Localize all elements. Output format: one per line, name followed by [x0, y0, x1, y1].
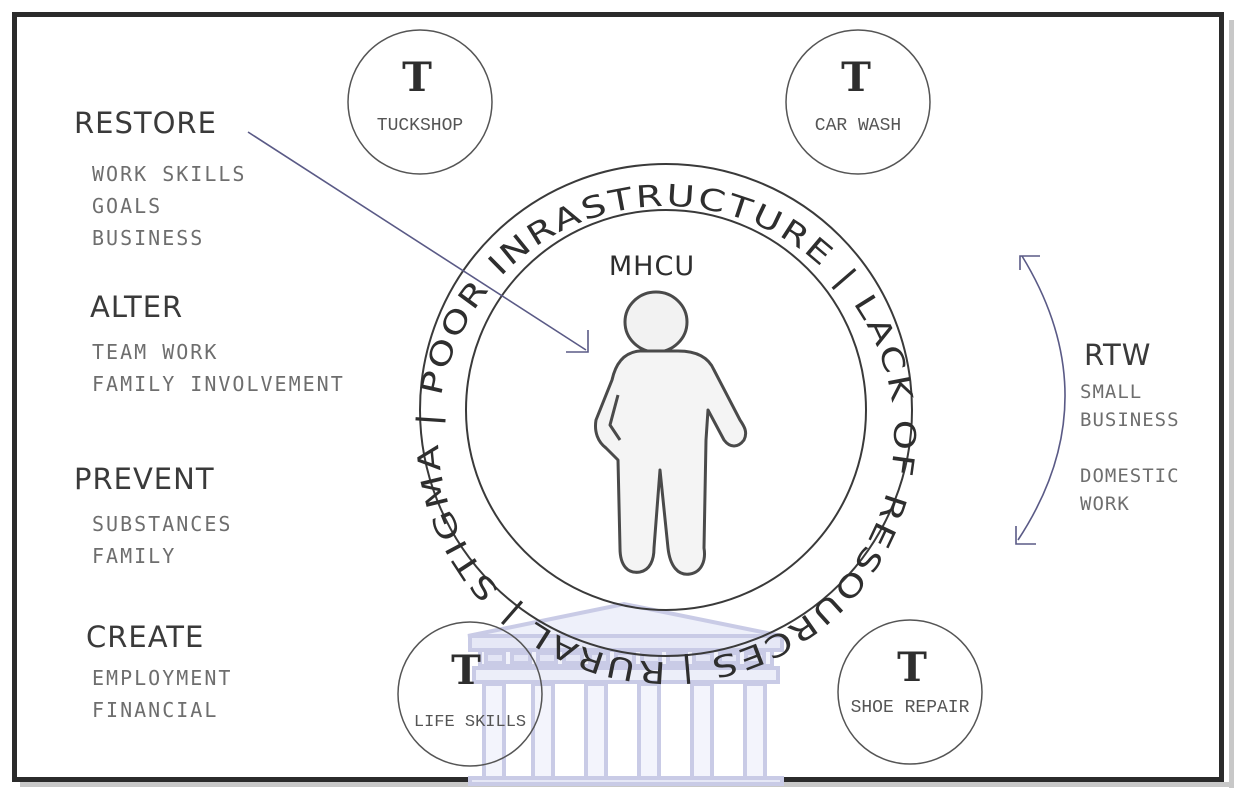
list-item: FAMILY INVOLVEMENT — [92, 372, 345, 396]
business-circle — [347, 29, 493, 175]
business-shoe-repair: T SHOE REPAIR — [837, 619, 983, 765]
business-circle — [397, 621, 543, 767]
heading-rtw: RTW — [1084, 338, 1152, 372]
ring-outer-circle — [419, 163, 913, 657]
person-figure — [594, 290, 748, 576]
create-items: EMPLOYMENT FINANCIAL — [92, 662, 232, 726]
building-watermark — [467, 601, 784, 786]
list-item: FAMILY — [92, 544, 177, 568]
list-item: DOMESTIC — [1080, 465, 1180, 487]
list-item: EMPLOYMENT — [92, 666, 233, 690]
heading-restore: RESTORE — [74, 106, 217, 140]
restore-items: WORK SKILLS GOALS BUSINESS — [92, 158, 246, 254]
t-icon: T — [897, 644, 927, 691]
business-car-wash: T CAR WASH — [785, 29, 931, 175]
t-icon: T — [402, 54, 432, 101]
restore-arrow — [247, 131, 589, 353]
business-label: TUCKSHOP — [377, 116, 463, 136]
business-circle — [785, 29, 931, 175]
business-label: CAR WASH — [815, 116, 901, 136]
heading-alter: ALTER — [90, 290, 184, 324]
business-circle — [837, 619, 983, 765]
list-item: TEAM WORK — [92, 340, 219, 364]
business-label: LIFE SKILLS — [414, 713, 526, 732]
list-item: BUSINESS — [1080, 409, 1180, 431]
ring-inner-circle — [465, 209, 867, 611]
business-life-skills: T LIFE SKILLS — [397, 621, 543, 767]
alter-items: TEAM WORK FAMILY INVOLVEMENT — [92, 336, 345, 400]
frame-shadow-right — [1229, 20, 1234, 788]
business-tuckshop: T TUCKSHOP — [347, 29, 493, 175]
list-item: BUSINESS — [92, 226, 205, 250]
list-item: SMALL — [1080, 381, 1143, 403]
heading-prevent: PREVENT — [74, 462, 215, 496]
list-item: FINANCIAL — [92, 698, 219, 722]
rtw-items: SMALL BUSINESS DOMESTIC WORK — [1080, 378, 1180, 518]
list-item: WORK — [1080, 493, 1130, 515]
heading-create: CREATE — [86, 620, 205, 654]
mhcu-label: MHCU — [609, 251, 695, 282]
list-item: WORK SKILLS — [92, 162, 247, 186]
list-item: GOALS — [92, 194, 163, 218]
t-icon: T — [451, 647, 481, 694]
list-item — [1080, 434, 1180, 462]
t-icon: T — [841, 54, 871, 101]
business-label: SHOE REPAIR — [851, 698, 970, 718]
prevent-items: SUBSTANCES FAMILY — [92, 508, 232, 572]
list-item: SUBSTANCES — [92, 512, 233, 536]
rtw-bracket — [1015, 255, 1066, 545]
